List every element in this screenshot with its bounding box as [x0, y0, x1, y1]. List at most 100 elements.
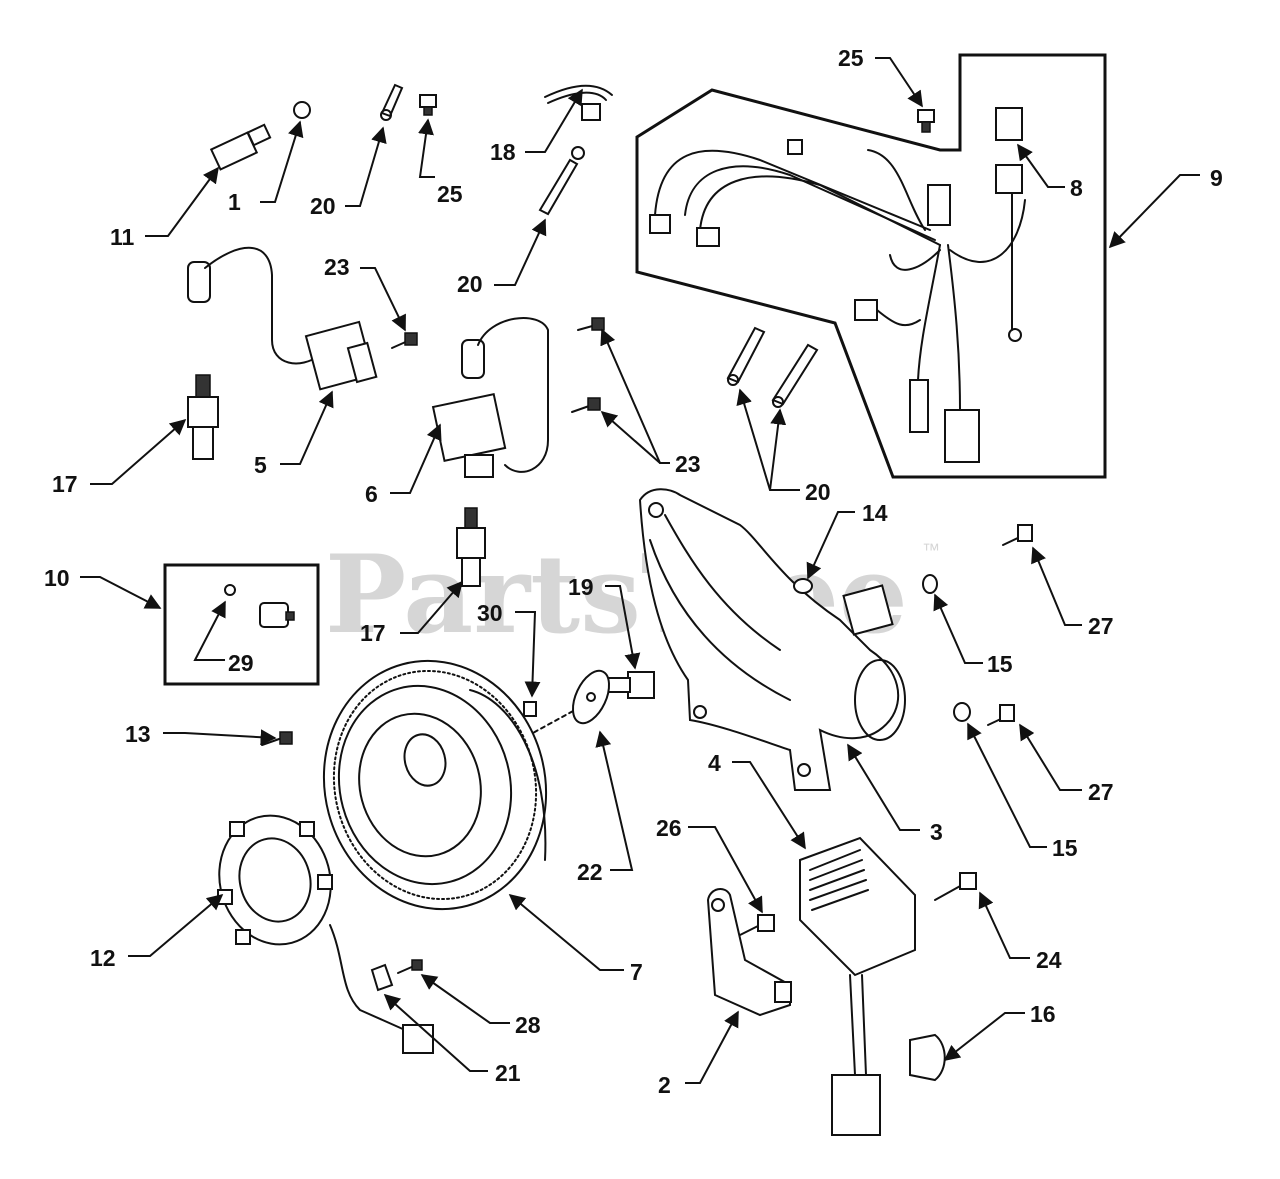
screw-25-top [419, 94, 437, 116]
leader-8 [1017, 143, 1065, 188]
part-24-screw [934, 872, 977, 901]
part-27-screw-bottom [987, 704, 1015, 726]
leader-28 [420, 974, 510, 1024]
callout-23-left: 23 [324, 254, 350, 280]
leader-19 [605, 585, 641, 670]
leader-6 [390, 423, 442, 494]
leader-23-left [360, 267, 406, 332]
callout-12: 12 [90, 945, 116, 971]
callout-2: 2 [658, 1072, 671, 1098]
callout-11: 11 [110, 224, 135, 250]
callout-9: 9 [1210, 165, 1223, 191]
bracket-2 [706, 888, 792, 1017]
callout-1: 1 [228, 189, 241, 215]
leader-16 [943, 1012, 1025, 1061]
spark-plug-17-left [187, 374, 219, 460]
leader-7 [508, 893, 624, 971]
callout-16: 16 [1030, 1001, 1056, 1027]
part-10-box [163, 563, 320, 686]
part-11-switch [209, 123, 272, 171]
leader-9 [1108, 174, 1200, 249]
leader-20-mid [494, 218, 547, 286]
callout-22: 22 [577, 859, 603, 885]
callout-25-right: 25 [838, 45, 864, 71]
callout-27-bottom: 27 [1088, 779, 1114, 805]
leader-22 [595, 730, 634, 871]
callout-7: 7 [630, 959, 643, 985]
leader-14 [806, 511, 855, 580]
callout-27-top: 27 [1088, 613, 1114, 639]
leader-27-top [1031, 546, 1082, 626]
leader-25-top [418, 118, 435, 178]
leader-21 [383, 993, 488, 1072]
callout-25-top: 25 [437, 181, 463, 207]
part-21-clip [370, 963, 394, 992]
blower-housing-3 [638, 488, 906, 791]
regulator-4 [799, 836, 916, 1136]
leader-11 [145, 166, 219, 237]
leader-17-left [90, 418, 187, 485]
terminal-20-top [380, 83, 404, 121]
leader-4 [732, 761, 806, 850]
callout-19: 19 [568, 574, 594, 600]
callout-20-mid: 20 [457, 271, 483, 297]
part-27-screw-top [1002, 524, 1033, 546]
leader-27-bottom [1019, 723, 1082, 791]
leader-10 [80, 576, 162, 609]
terminal-20-mid [538, 146, 585, 216]
leader-20-right-b [769, 408, 787, 491]
callout-26: 26 [656, 815, 682, 841]
callout-21: 21 [495, 1060, 521, 1086]
callout-15-top: 15 [987, 651, 1013, 677]
connector-8 [995, 107, 1023, 194]
leader-1 [260, 120, 304, 203]
callout-17-center: 17 [360, 620, 386, 646]
leader-5 [280, 390, 334, 465]
leader-29 [193, 600, 226, 661]
callout-5: 5 [254, 452, 267, 478]
callout-20-right: 20 [805, 479, 831, 505]
part-16-clamp [909, 1033, 946, 1082]
bolt-25-top [917, 109, 935, 133]
callout-18: 18 [490, 139, 516, 165]
leader-18 [525, 88, 583, 153]
callout-28: 28 [515, 1012, 541, 1038]
part-30-key [523, 701, 537, 717]
callout-17-left: 17 [52, 471, 78, 497]
part-26-screw [739, 914, 775, 936]
part-15-nut-bottom [953, 702, 971, 722]
wiring-harness-box [635, 53, 1107, 479]
leader-17-center [400, 580, 464, 634]
callout-3: 3 [930, 819, 943, 845]
callout-15-bottom: 15 [1052, 835, 1078, 861]
leader-26 [688, 826, 763, 914]
spark-plug-17-center [456, 507, 486, 587]
callout-23-right: 23 [675, 451, 701, 477]
ignition-coil-5 [187, 246, 378, 391]
leader-12 [128, 893, 224, 957]
callout-24: 24 [1036, 947, 1062, 973]
leader-20-right-a [736, 388, 800, 491]
part-15-nut-top [922, 574, 938, 594]
part-28-screw [397, 959, 423, 974]
callout-30: 30 [477, 600, 503, 626]
watermark-trademark: ™ [922, 540, 940, 560]
callout-4: 4 [708, 750, 721, 776]
callout-13: 13 [125, 721, 151, 747]
callout-8: 8 [1070, 175, 1083, 201]
callout-14: 14 [862, 500, 888, 526]
part-22-washer [519, 669, 611, 741]
leader-15-bottom [967, 722, 1047, 848]
callout-29: 29 [228, 650, 254, 676]
ignition-coil-6 [431, 317, 549, 478]
screw-23-left [391, 332, 418, 349]
part-19-bolt [605, 671, 655, 699]
wiring-harness [649, 139, 1026, 463]
part-14-nut [793, 578, 813, 594]
leader-13 [163, 729, 277, 746]
leader-24 [978, 891, 1030, 959]
part-18-cable-tie [544, 84, 613, 121]
callout-20-top: 20 [310, 193, 336, 219]
